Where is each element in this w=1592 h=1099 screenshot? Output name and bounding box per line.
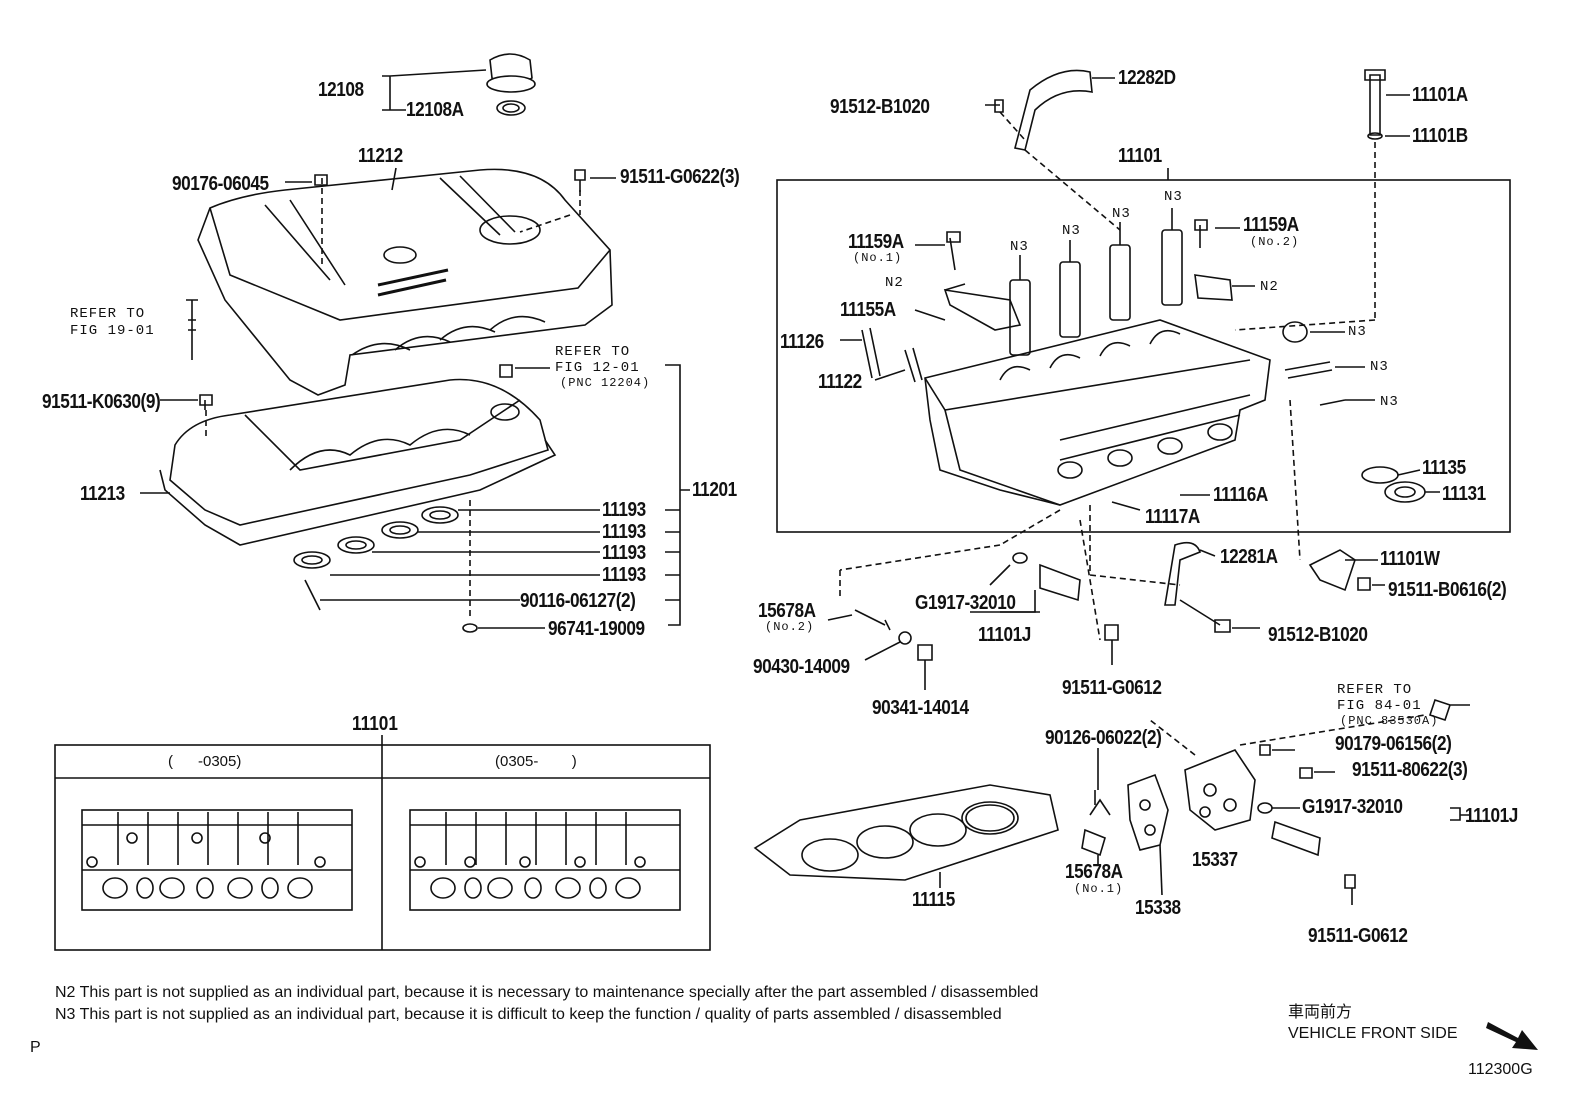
label-91511-g0612-b: 91511-G0612 bbox=[1308, 925, 1408, 947]
label-90176-06045: 90176-06045 bbox=[172, 173, 269, 195]
label-12108: 12108 bbox=[318, 79, 364, 101]
head-gasket-drawing bbox=[753, 784, 1059, 881]
head-cover-drawing bbox=[197, 168, 613, 396]
page-marker: P bbox=[30, 1039, 41, 1056]
label-90116-06127: 90116-06127(2) bbox=[520, 590, 636, 612]
note-n2: N2 This part is not supplied as an indiv… bbox=[55, 984, 1039, 1001]
label-11131: 11131 bbox=[1442, 483, 1486, 505]
label-n3-2: N3 bbox=[1062, 223, 1081, 239]
label-11101a: 11101A bbox=[1412, 84, 1468, 106]
label-11101w: 11101W bbox=[1380, 548, 1440, 570]
refer-84-b: FIG 84-01 bbox=[1337, 698, 1422, 714]
label-11155a: 11155A bbox=[840, 299, 896, 321]
label-n3-3: N3 bbox=[1112, 206, 1131, 222]
label-90179-06156: 90179-06156(2) bbox=[1335, 733, 1452, 755]
oil-cap-drawing bbox=[486, 53, 536, 116]
front-label-jp: 車両前方 bbox=[1288, 1004, 1353, 1021]
cylinder-head-drawing bbox=[924, 319, 1271, 506]
label-90341-14014: 90341-14014 bbox=[872, 697, 969, 719]
front-label: VEHICLE FRONT SIDE bbox=[1288, 1025, 1458, 1042]
front-arrow-icon bbox=[1486, 1022, 1538, 1050]
label-11115: 11115 bbox=[912, 889, 955, 911]
table-col-old: ( -0305) bbox=[168, 753, 242, 770]
label-91511-g0612-a: 91511-G0612 bbox=[1062, 677, 1162, 699]
label-11193-2: 11193 bbox=[602, 521, 646, 543]
label-15678a-no1-sub: (No.1) bbox=[1074, 882, 1124, 896]
refer-12-a: REFER TO bbox=[555, 344, 631, 360]
label-91511-g0622: 91511-G0622(3) bbox=[620, 166, 740, 188]
label-11193-1: 11193 bbox=[602, 499, 646, 521]
label-11159a-no1: 11159A bbox=[848, 231, 904, 253]
label-96741-19009: 96741-19009 bbox=[548, 618, 645, 640]
label-15678a-no2-sub: (No.2) bbox=[765, 620, 815, 634]
note-n3: N3 This part is not supplied as an indiv… bbox=[55, 1006, 1002, 1023]
label-91511-k0630: 91511-K0630(9) bbox=[42, 391, 161, 413]
head-variant-old bbox=[81, 809, 353, 911]
label-n3-1: N3 bbox=[1010, 239, 1029, 255]
label-n3-5: N3 bbox=[1348, 324, 1367, 340]
label-11117a: 11117A bbox=[1145, 506, 1200, 528]
label-11101: 11101 bbox=[1118, 145, 1162, 167]
refer-19-b: FIG 19-01 bbox=[70, 323, 155, 339]
label-n2-b: N2 bbox=[1260, 279, 1279, 295]
label-11101j-b: 11101J bbox=[1465, 805, 1518, 827]
label-11122: 11122 bbox=[818, 371, 862, 393]
label-15678a-no2: 15678A bbox=[758, 600, 816, 622]
label-n3-4: N3 bbox=[1164, 189, 1183, 205]
label-11101j-a: 11101J bbox=[978, 624, 1031, 646]
label-90430-14009: 90430-14009 bbox=[753, 656, 850, 678]
table-title: 11101 bbox=[352, 713, 398, 735]
label-91511-80622: 91511-80622(3) bbox=[1352, 759, 1468, 781]
label-n3-6: N3 bbox=[1370, 359, 1389, 375]
cylinder-head-box bbox=[776, 179, 1511, 533]
label-n3-7: N3 bbox=[1380, 394, 1399, 410]
refer-19-a: REFER TO bbox=[70, 306, 146, 322]
label-11159a-no2-sub: (No.2) bbox=[1250, 235, 1300, 249]
refer-84-a: REFER TO bbox=[1337, 682, 1413, 698]
label-11193-4: 11193 bbox=[602, 564, 646, 586]
head-variant-new bbox=[409, 809, 681, 911]
label-n2-a: N2 bbox=[885, 275, 904, 291]
label-11135: 11135 bbox=[1422, 457, 1466, 479]
refer-84-c: (PNC 83530A) bbox=[1340, 714, 1439, 728]
label-11193-3: 11193 bbox=[602, 542, 646, 564]
refer-12-b: FIG 12-01 bbox=[555, 360, 640, 376]
label-11126: 11126 bbox=[780, 331, 824, 353]
label-91512-b1020-b: 91512-B1020 bbox=[1268, 624, 1368, 646]
label-11201: 11201 bbox=[692, 479, 737, 501]
label-12108a: 12108A bbox=[406, 99, 464, 121]
label-11213: 11213 bbox=[80, 483, 125, 505]
label-12281a: 12281A bbox=[1220, 546, 1278, 568]
label-g1917-a: G1917-32010 bbox=[915, 592, 1016, 614]
label-11101b: 11101B bbox=[1412, 125, 1468, 147]
label-15678a-no1: 15678A bbox=[1065, 861, 1123, 883]
label-g1917-b: G1917-32010 bbox=[1302, 796, 1403, 818]
label-11159a-no1-sub: (No.1) bbox=[853, 251, 903, 265]
label-11212: 11212 bbox=[358, 145, 403, 167]
figure-code: 112300G bbox=[1468, 1061, 1533, 1078]
label-12282d: 12282D bbox=[1118, 67, 1176, 89]
label-11116a: 11116A bbox=[1213, 484, 1268, 506]
label-91512-b1020-top: 91512-B1020 bbox=[830, 96, 930, 118]
label-11159a-no2: 11159A bbox=[1243, 214, 1299, 236]
refer-12-c: (PNC 12204) bbox=[560, 376, 651, 390]
label-15337: 15337 bbox=[1192, 849, 1238, 871]
label-90126-06022: 90126-06022(2) bbox=[1045, 727, 1162, 749]
label-91511-b0616: 91511-B0616(2) bbox=[1388, 579, 1507, 601]
label-15338: 15338 bbox=[1135, 897, 1181, 919]
table-col-new: (0305- ) bbox=[495, 753, 577, 770]
cylinder-head-cover-drawing bbox=[159, 378, 557, 546]
